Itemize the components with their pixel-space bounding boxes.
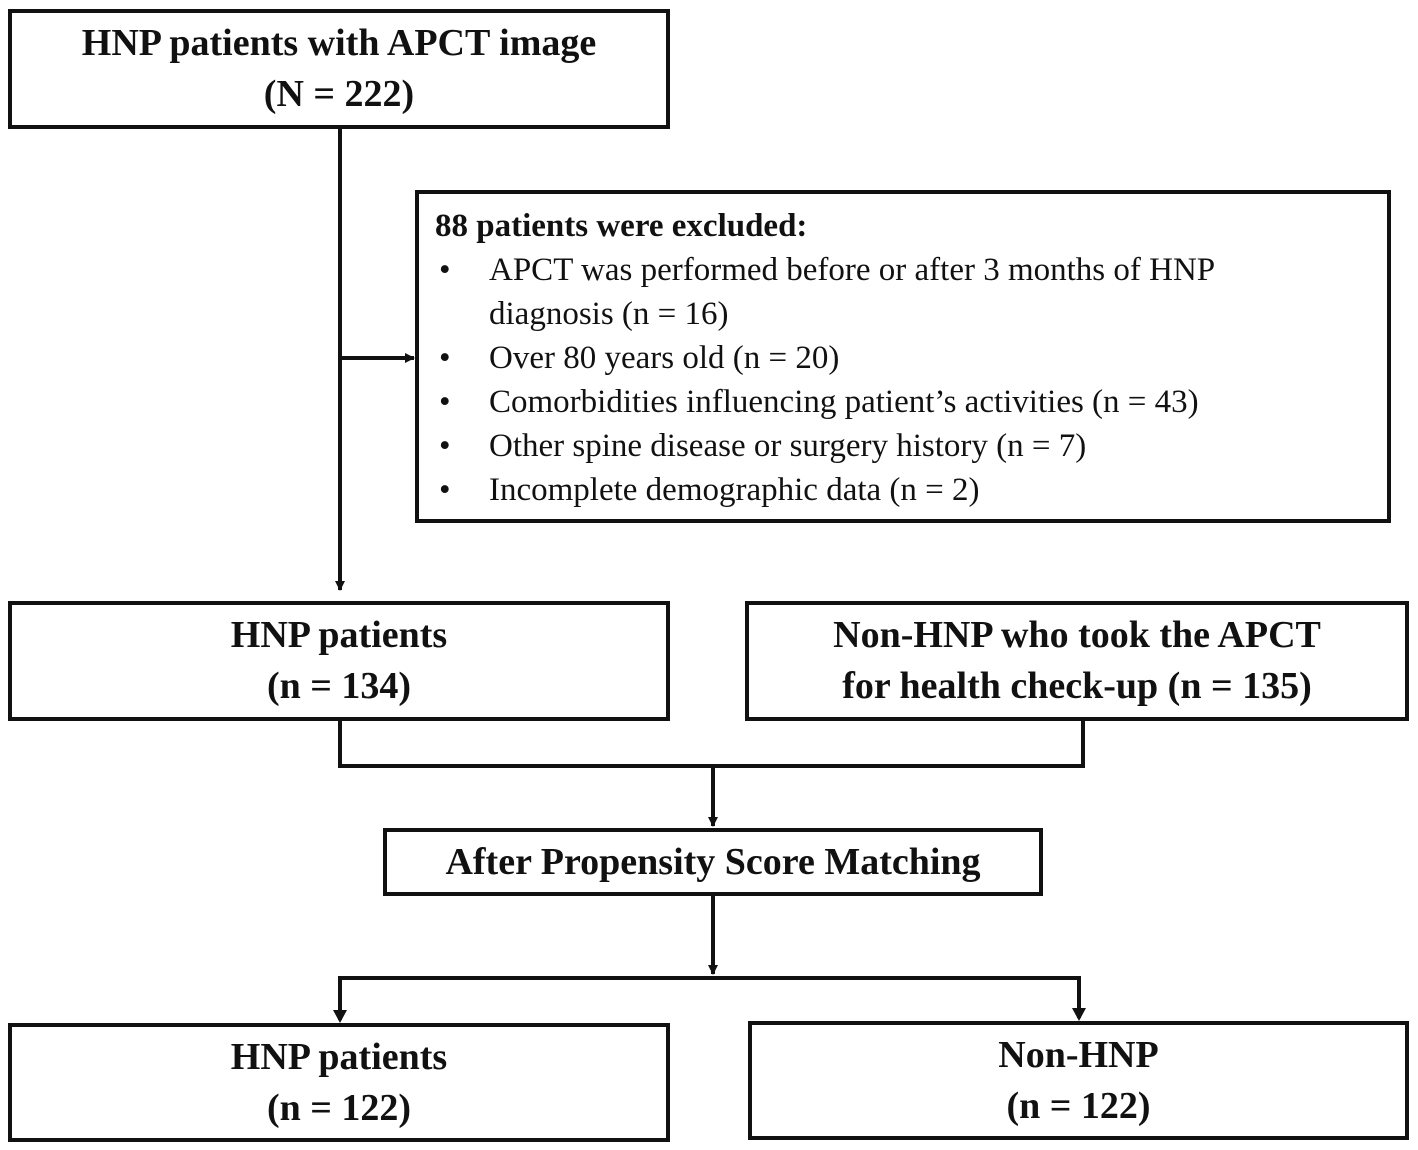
bullet-icon: • [439,252,451,288]
split-connector [338,976,1081,1020]
non-hnp-cohort-count: for health check-up (n = 135) [842,665,1312,707]
matched-hnp-title: HNP patients [230,1035,448,1078]
matched-hnp-box: HNP patients (n = 122) [8,1023,670,1142]
matched-hnp-count: (n = 122) [266,1086,412,1129]
hnp-cohort-title: HNP patients [230,614,448,656]
bullet-icon: • [439,340,451,376]
propensity-matching-box: After Propensity Score Matching [383,828,1043,896]
exclusion-item-text: Over 80 years old (n = 20) [489,340,840,376]
exclusion-heading: 88 patients were excluded: [435,208,808,244]
initial-cohort-box: HNP patients with APCT image (N = 222) [8,9,670,129]
exclusion-item-text: APCT was performed before or after 3 mon… [489,252,1216,288]
exclusion-item: • APCT was performed before or after 3 m… [435,248,1369,336]
bullet-icon: • [439,384,451,420]
matched-non-hnp-box: Non-HNP (n = 122) [748,1021,1409,1140]
split-left-arrowhead [333,1010,347,1023]
initial-cohort-count: (N = 222) [263,73,415,115]
hnp-cohort-count: (n = 134) [266,665,412,707]
bullet-icon: • [439,428,451,464]
exclusion-list: • APCT was performed before or after 3 m… [435,248,1369,512]
exclusion-item-text: Incomplete demographic data (n = 2) [489,472,980,508]
exclusion-item: • Other spine disease or surgery history… [435,424,1369,468]
matched-non-hnp-count: (n = 122) [1006,1084,1151,1127]
propensity-matching-label: After Propensity Score Matching [445,840,981,883]
exclusion-item-text: Comorbidities influencing patient’s acti… [489,384,1199,420]
bullet-icon: • [439,472,451,508]
matched-non-hnp-title: Non-HNP [998,1033,1159,1076]
initial-cohort-title: HNP patients with APCT image [81,22,597,64]
exclusion-item: • Comorbidities influencing patient’s ac… [435,380,1369,424]
exclusion-box: 88 patients were excluded: • APCT was pe… [415,190,1391,523]
exclusion-item-text: Other spine disease or surgery history (… [489,428,1087,464]
non-hnp-cohort-box: Non-HNP who took the APCT for health che… [745,601,1409,721]
exclusion-item: • Over 80 years old (n = 20) [435,336,1369,380]
merge-connector [338,721,1085,768]
split-right-arrowhead [1072,1008,1086,1021]
exclusion-item: • Incomplete demographic data (n = 2) [435,468,1369,512]
exclusion-item-text-cont: diagnosis (n = 16) [489,296,729,332]
non-hnp-cohort-title: Non-HNP who took the APCT [833,614,1321,656]
hnp-cohort-box: HNP patients (n = 134) [8,601,670,721]
